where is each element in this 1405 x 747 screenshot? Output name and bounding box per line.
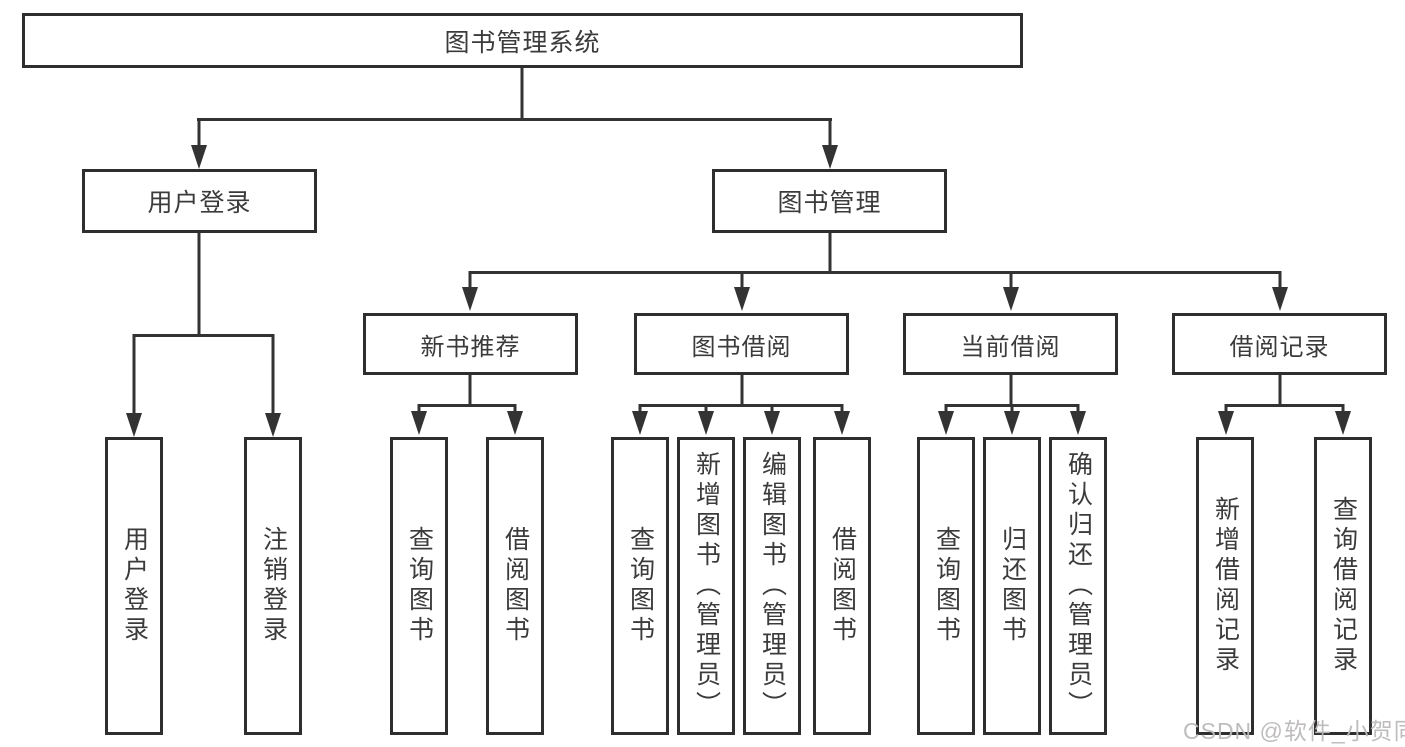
leaf-confirm-return-admin: 确认归还（管理员） [1049, 437, 1107, 735]
arrowhead-icon [1003, 287, 1019, 311]
arrowhead-icon [734, 287, 750, 311]
leaf-borrow-books-2: 借阅图书 [813, 437, 871, 735]
node-label: 编辑图书（管理员） [758, 451, 787, 721]
connector-book-mgmt-to-level3 [468, 233, 1282, 290]
arrowhead-icon [764, 411, 780, 435]
arrowhead-icon [938, 411, 954, 435]
leaf-borrow-books-1: 借阅图书 [486, 437, 544, 735]
arrowhead-icon [191, 145, 207, 169]
node-label: 图书管理 [777, 189, 882, 217]
arrowhead-icon [126, 413, 142, 437]
connector-book-borrow-to-leaves [638, 375, 844, 414]
node-label: 新增借阅记录 [1211, 496, 1240, 676]
node-label: 新增图书（管理员） [692, 451, 721, 721]
leaf-return-books: 归还图书 [983, 437, 1041, 735]
leaf-add-books-admin: 新增图书（管理员） [677, 437, 735, 735]
arrowhead-icon [1070, 411, 1086, 435]
arrowhead-icon [698, 411, 714, 435]
arrowhead-icon [1218, 411, 1234, 435]
arrowhead-icon [632, 411, 648, 435]
node-label: 用户登录 [120, 526, 149, 646]
leaf-add-borrow-record: 新增借阅记录 [1196, 437, 1254, 735]
leaf-query-books-1: 查询图书 [390, 437, 448, 735]
csdn-watermark: CSDN @软件_小贺同学 [1183, 718, 1405, 744]
connector-current-borrow-to-leaves [944, 375, 1080, 414]
node-label: 图书管理系统 [444, 28, 601, 57]
node-label: 查询图书 [626, 526, 655, 646]
node-label: 查询图书 [405, 526, 434, 646]
leaf-logout: 注销登录 [244, 437, 302, 735]
node-label: 查询借阅记录 [1329, 496, 1358, 676]
arrowhead-icon [1272, 287, 1288, 311]
node-label: 确认归还（管理员） [1064, 451, 1093, 721]
node-label: 借阅图书 [501, 526, 530, 646]
node-label: 图书借阅 [691, 333, 792, 361]
connector-new-book-rec-to-leaves [417, 375, 517, 414]
connector-user-login-to-leaves [132, 233, 275, 416]
connector-borrow-records-to-leaves [1224, 375, 1345, 414]
node-new-book-recommend: 新书推荐 [363, 313, 578, 375]
node-label: 归还图书 [998, 526, 1027, 646]
leaf-query-books-3: 查询图书 [917, 437, 975, 735]
node-book-management: 图书管理 [712, 169, 947, 233]
arrowhead-icon [462, 287, 478, 311]
arrowhead-icon [1335, 411, 1351, 435]
leaf-query-books-2: 查询图书 [611, 437, 669, 735]
arrowhead-icon [507, 411, 523, 435]
node-library-management-system: 图书管理系统 [22, 13, 1023, 68]
node-label: 注销登录 [259, 526, 288, 646]
leaf-query-borrow-record: 查询借阅记录 [1314, 437, 1372, 735]
arrowhead-icon [822, 145, 838, 169]
node-borrowing-records: 借阅记录 [1172, 313, 1387, 375]
leaf-user-login: 用户登录 [105, 437, 163, 735]
node-label: 借阅图书 [828, 526, 857, 646]
node-label: 用户登录 [147, 189, 252, 217]
node-label: 查询图书 [932, 526, 961, 646]
arrowhead-icon [265, 413, 281, 437]
connector-root-to-level2 [197, 68, 832, 148]
node-current-borrowing: 当前借阅 [903, 313, 1118, 375]
leaf-edit-books-admin: 编辑图书（管理员） [743, 437, 801, 735]
node-label: 当前借阅 [960, 333, 1061, 361]
node-book-borrowing: 图书借阅 [634, 313, 849, 375]
node-user-login: 用户登录 [82, 169, 317, 233]
node-label: 新书推荐 [420, 333, 521, 361]
node-label: 借阅记录 [1229, 333, 1330, 361]
arrowhead-icon [411, 411, 427, 435]
arrowhead-icon [834, 411, 850, 435]
arrowhead-icon [1004, 411, 1020, 435]
